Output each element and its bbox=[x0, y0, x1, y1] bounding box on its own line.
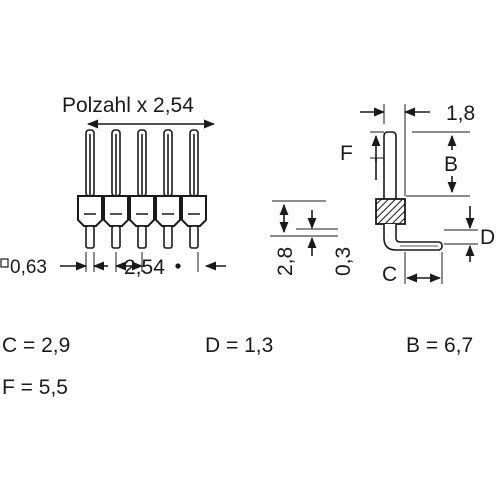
B-label: B bbox=[444, 153, 458, 176]
dim-1-8-label: 1,8 bbox=[446, 102, 475, 125]
pins-lower bbox=[85, 225, 199, 249]
side-view bbox=[360, 104, 478, 284]
insulator-body bbox=[77, 195, 207, 227]
housing-hatched bbox=[375, 198, 406, 225]
pin-width-label: 0,63 bbox=[10, 257, 47, 278]
value-C: C = 2,9 bbox=[2, 334, 71, 357]
pin-count-pitch-label: Polzahl x 2,54 bbox=[62, 94, 194, 117]
height-label: 2,8 bbox=[274, 247, 297, 276]
pins-upper bbox=[85, 129, 199, 197]
value-F: F = 5,5 bbox=[2, 376, 68, 399]
value-D: D = 1,3 bbox=[205, 334, 274, 357]
pitch-label: 2,54 bbox=[124, 256, 165, 279]
D-label: D bbox=[480, 226, 495, 249]
C-label: C bbox=[382, 263, 397, 286]
value-B: B = 6,7 bbox=[406, 334, 474, 357]
height-dimensions bbox=[270, 200, 338, 256]
offset-label: 0,3 bbox=[332, 247, 355, 276]
F-label: F bbox=[340, 142, 353, 165]
front-view bbox=[60, 119, 226, 272]
square-symbol-icon bbox=[0, 258, 9, 268]
